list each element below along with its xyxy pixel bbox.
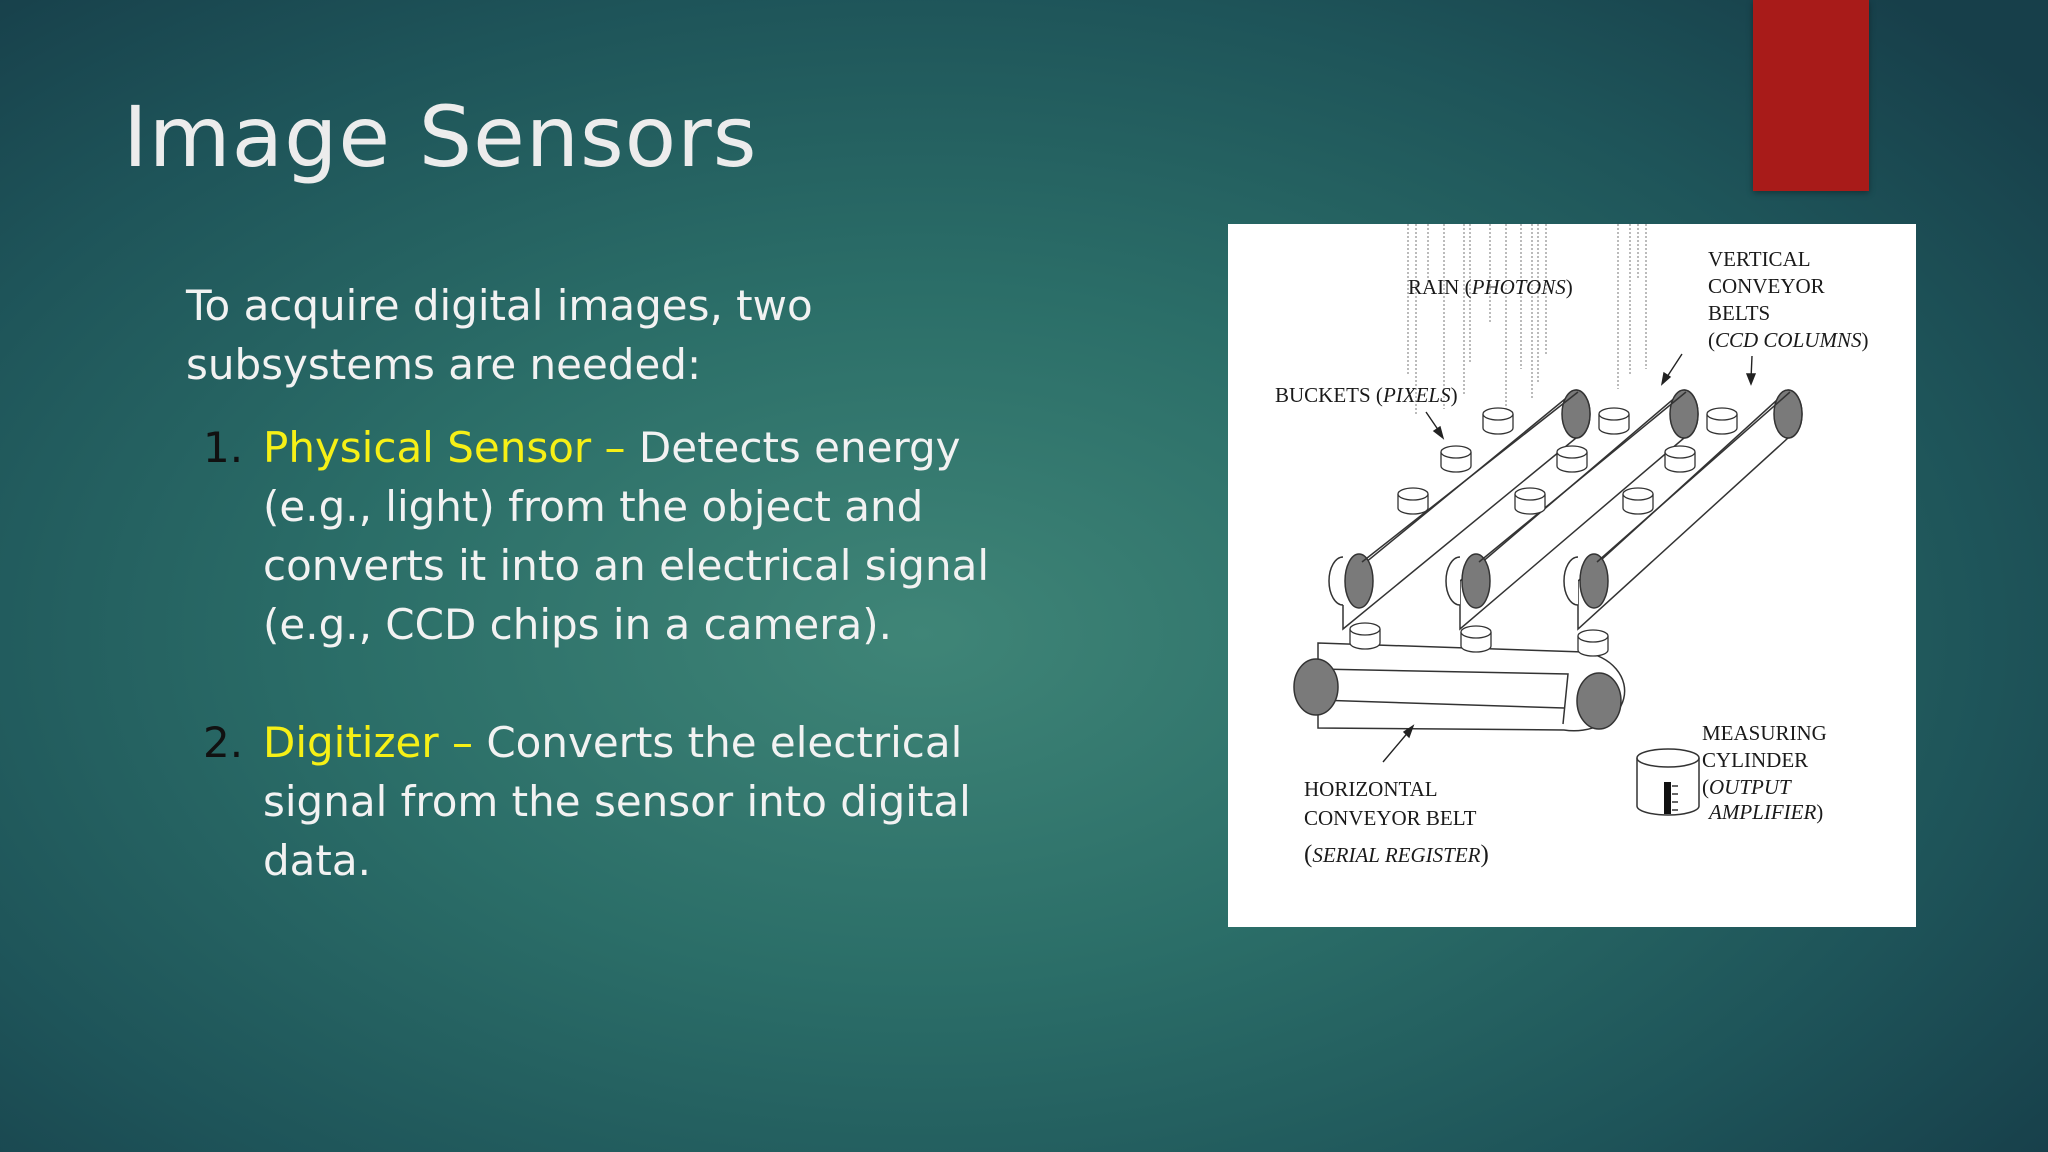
list-text: Converts the electrical signal from the … (263, 718, 971, 885)
measuring-cylinder-label: AMPLIFIER) (1707, 800, 1823, 824)
vertical-belts-label: BELTS (1708, 301, 1770, 325)
rain-label: RAIN (PHOTONS) (1408, 275, 1573, 299)
list-number: 2. (203, 718, 244, 767)
measuring-cylinder-label: (OUTPUT (1702, 775, 1792, 799)
buckets-label: BUCKETS (PIXELS) (1275, 383, 1458, 407)
vertical-belts-label: CONVEYOR (1708, 274, 1825, 298)
measuring-cylinder-label: MEASURING (1702, 721, 1827, 745)
horizontal-conveyor-belt (1293, 642, 1626, 732)
measuring-cylinder (1636, 748, 1700, 816)
horizontal-belt-label: CONVEYOR BELT (1304, 806, 1477, 830)
vertical-conveyor-belts (1328, 389, 1803, 631)
list-number: 1. (203, 423, 244, 472)
list-term: Digitizer – (263, 718, 473, 767)
list-item: 2. Digitizer – Converts the electrical si… (186, 713, 1066, 890)
intro-text: To acquire digital images, two subsystem… (186, 281, 813, 389)
horizontal-belt-label: HORIZONTAL (1304, 777, 1438, 801)
slide-title: Image Sensors (123, 88, 758, 186)
ccd-diagram: RAIN (PHOTONS) VERTICAL CONVEYOR BELTS (… (1275, 224, 1868, 868)
vertical-belts-label: (CCD COLUMNS) (1708, 328, 1868, 352)
accent-bar (1753, 0, 1869, 191)
ccd-bucket-analogy-figure: RAIN (PHOTONS) VERTICAL CONVEYOR BELTS (… (1228, 224, 1916, 927)
measuring-cylinder-label: CYLINDER (1702, 748, 1808, 772)
label-arrows (1382, 353, 1757, 763)
list-term: Physical Sensor – (263, 423, 626, 472)
list-text: Detects energy (e.g., light) from the ob… (263, 423, 989, 649)
horizontal-belt-label: (SERIAL REGISTER) (1304, 841, 1489, 868)
list-item: 1. Physical Sensor – Detects energy (e.g.… (186, 418, 1066, 654)
photon-rain-lines (1407, 224, 1647, 414)
slide-body: To acquire digital images, two subsystem… (186, 276, 1066, 890)
vertical-belts-label: VERTICAL (1708, 247, 1811, 271)
